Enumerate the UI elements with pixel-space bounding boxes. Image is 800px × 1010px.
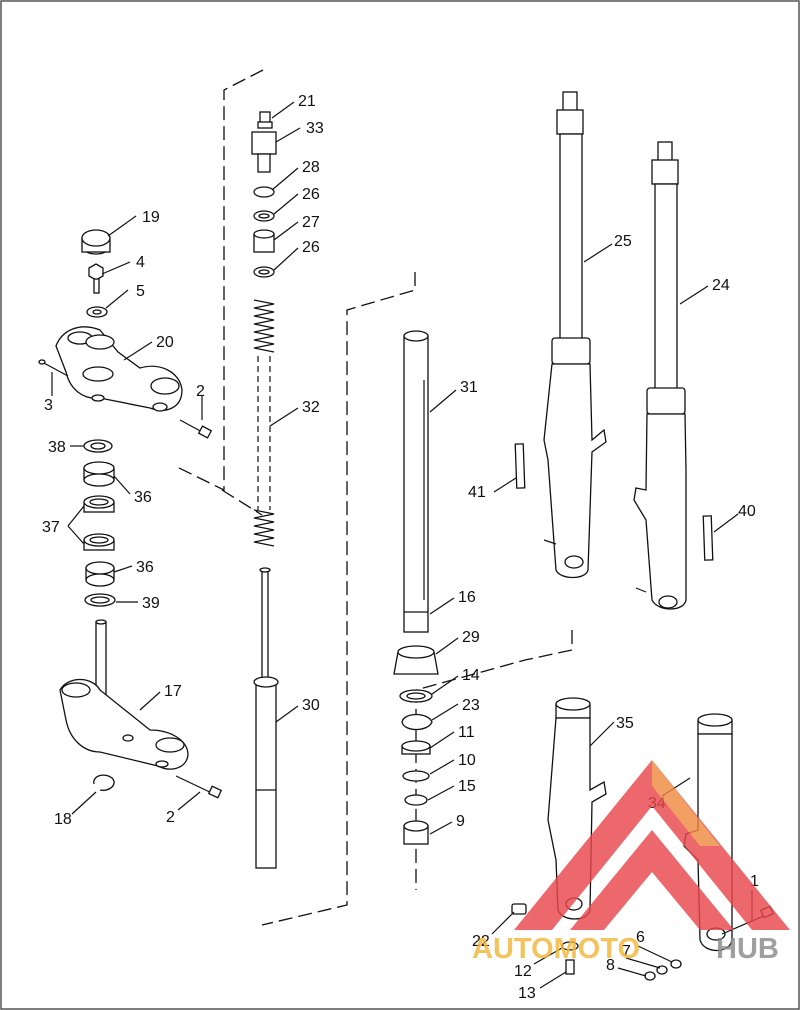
callout-2-top: 2 (196, 383, 205, 400)
callout-8: 8 (606, 957, 615, 974)
callout-7: 7 (622, 943, 631, 960)
callout-30: 30 (302, 697, 320, 714)
assembled-forks (514, 91, 714, 610)
callout-25: 25 (614, 233, 632, 250)
callout-19: 19 (142, 209, 160, 226)
callout-13: 13 (518, 985, 536, 1002)
callout-27: 27 (302, 214, 320, 231)
callout-38: 38 (48, 439, 66, 456)
callout-1: 1 (750, 873, 759, 890)
callout-41: 41 (468, 484, 486, 501)
watermark-hub-text: HUB (716, 933, 779, 965)
damper-column (251, 111, 279, 869)
dashed-assembly-lines (174, 69, 573, 926)
callout-18: 18 (54, 811, 72, 828)
callout-6: 6 (636, 929, 645, 946)
leader-lines (51, 101, 753, 989)
callout-16: 16 (458, 589, 476, 606)
fork-spring (253, 299, 275, 547)
callout-33: 33 (306, 120, 324, 137)
callout-10: 10 (458, 752, 476, 769)
callout-22: 22 (472, 933, 490, 950)
callout-12: 12 (514, 963, 532, 980)
top-bracket-group (38, 229, 223, 799)
callout-36-lower: 36 (136, 559, 154, 576)
callout-14: 14 (462, 667, 480, 684)
callout-5: 5 (136, 283, 145, 300)
callout-36-upper: 36 (134, 489, 152, 506)
automotohub-watermark: AUTOMOTO HUB (472, 760, 790, 965)
fork-tube-group (393, 330, 439, 845)
callout-32: 32 (302, 399, 320, 416)
callout-31: 31 (460, 379, 478, 396)
watermark-triangle-logo (514, 760, 790, 930)
callout-35: 35 (616, 715, 634, 732)
callout-labels: 21 33 28 26 27 26 19 4 5 20 3 2 38 36 37… (42, 93, 759, 1002)
callout-26: 26 (302, 186, 320, 203)
watermark-auto-text: AUTOMOTO (472, 933, 640, 965)
callout-9: 9 (456, 813, 465, 830)
callout-40: 40 (738, 503, 756, 520)
callout-37: 37 (42, 519, 60, 536)
callout-20: 20 (156, 334, 174, 351)
callout-2-bottom: 2 (166, 809, 175, 826)
callout-28: 28 (302, 159, 320, 176)
callout-39: 39 (142, 595, 160, 612)
callout-21: 21 (298, 93, 316, 110)
callout-4: 4 (136, 254, 145, 271)
callout-26-lower: 26 (302, 239, 320, 256)
callout-23: 23 (462, 697, 480, 714)
callout-29: 29 (462, 629, 480, 646)
callout-17: 17 (164, 683, 182, 700)
callout-11: 11 (458, 724, 475, 741)
callout-15: 15 (458, 778, 476, 795)
callout-24: 24 (712, 277, 730, 294)
callout-3: 3 (44, 397, 53, 414)
